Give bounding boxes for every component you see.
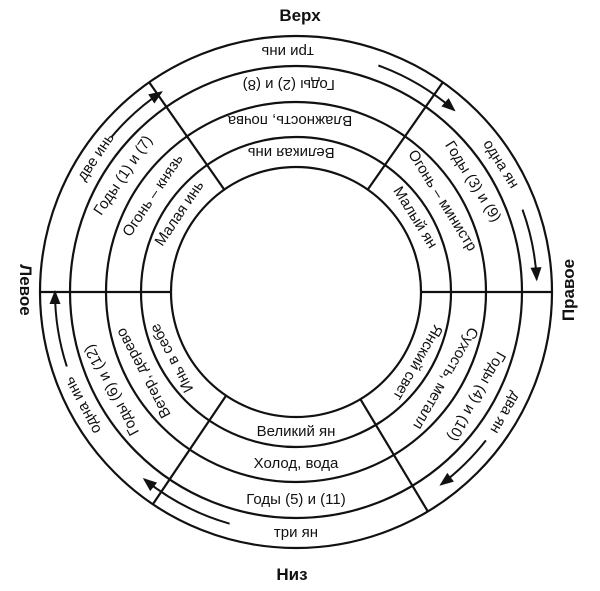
arrow-top-left-head: [148, 91, 163, 104]
element-ring-bottom-label: Холод, вода: [254, 455, 339, 472]
inner-ring-top-label: Великая инь: [247, 144, 334, 161]
sector-divider-6: [366, 81, 444, 191]
arrow-right-head: [530, 267, 542, 282]
arrow-top: [378, 64, 456, 112]
arrow-top-shaft: [378, 64, 455, 111]
arrow-right: [521, 209, 542, 282]
element-ring-top-label: Влажность, почва: [227, 112, 352, 129]
arrow-left: [49, 290, 68, 367]
arrow-bottom-right: [439, 439, 487, 486]
sector-divider-5: [148, 81, 226, 191]
cycle-arrows: [49, 64, 542, 525]
inner-circle: [169, 165, 423, 419]
arrow-bottom: [142, 478, 230, 525]
arrow-bottom-shaft: [143, 478, 230, 525]
arrow-bottom-head: [142, 478, 158, 492]
years-ring-top-label: Годы (2) и (8): [243, 76, 335, 93]
arrow-bottom-right-head: [439, 472, 454, 486]
sector-divider-2: [359, 398, 429, 513]
arrow-top-head: [441, 98, 456, 112]
outer-ring-bottom-label: три ян: [274, 524, 318, 541]
arrow-top-left: [110, 91, 163, 138]
direction-top: Верх: [279, 6, 321, 25]
outer-ring-top-right-label: одна ян: [479, 137, 522, 192]
outer-ring-top-label: три инь: [261, 43, 313, 60]
inner-ring-bottom-label: Великий ян: [257, 423, 336, 440]
direction-bottom: Низ: [276, 565, 307, 584]
sector-dividers: [40, 81, 552, 513]
outer-ring-bottom-right-label: два ян: [486, 389, 523, 437]
sector-divider-3: [151, 395, 228, 505]
outer-ring-top-left-label: две инь: [74, 130, 118, 184]
direction-left: Левое: [16, 264, 35, 315]
direction-right: Правое: [559, 259, 578, 321]
arrow-left-head: [49, 290, 61, 304]
years-ring-bottom-label: Годы (5) и (11): [246, 491, 345, 508]
